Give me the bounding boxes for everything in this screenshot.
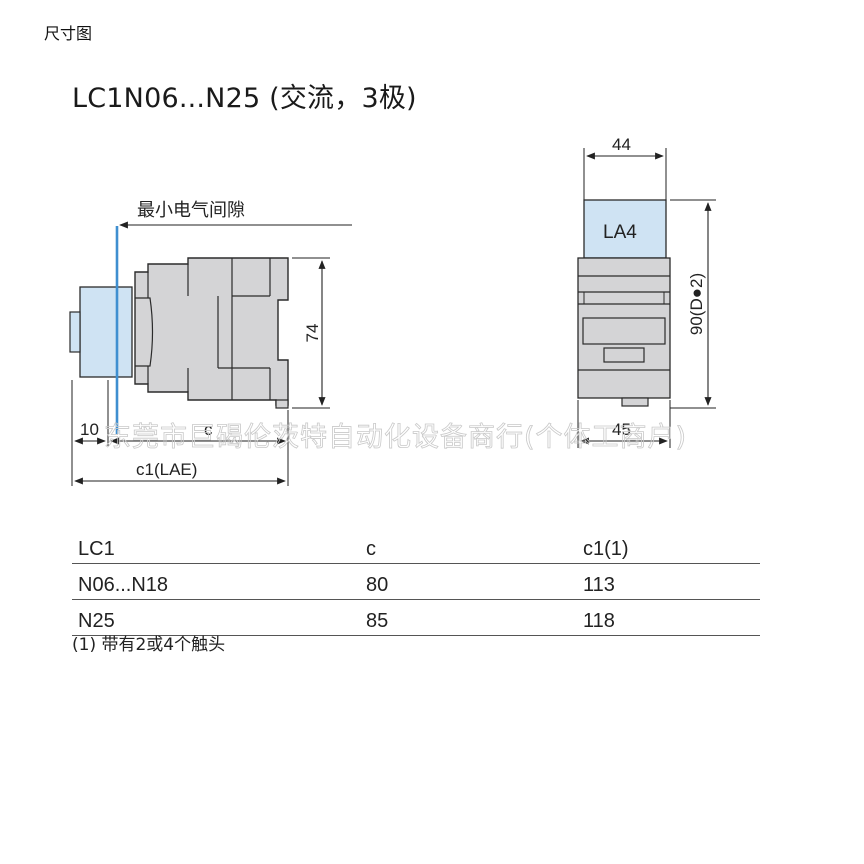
table-cell: 85 xyxy=(366,610,389,632)
side-height-label: 74 xyxy=(303,324,322,343)
table-row: N25 85 118 xyxy=(72,600,760,636)
c1-label: c1(LAE) xyxy=(136,460,197,479)
watermark: 东莞市巨碣伦茨特自动化设备商行(个体工商户) xyxy=(104,422,687,453)
table-row: N06...N18 80 113 xyxy=(72,564,760,600)
offset-label: 10 xyxy=(80,420,99,439)
spec-table: LC1 c c1(1) N06...N18 80 113 N25 85 118 xyxy=(72,528,760,636)
table-cell: 113 xyxy=(583,574,615,596)
front-view: 44 LA4 90(D●2) 45 xyxy=(577,135,716,448)
table-cell: 80 xyxy=(366,574,389,596)
table-header-row: LC1 c c1(1) xyxy=(72,528,760,564)
table-header-cell: c1(1) xyxy=(583,538,629,560)
page-label: 尺寸图 xyxy=(44,24,93,43)
front-width-bottom-label: 45 xyxy=(612,420,631,439)
c-label: c xyxy=(204,420,213,439)
la4-label: LA4 xyxy=(603,222,637,243)
table-header-cell: LC1 xyxy=(78,538,115,560)
table-cell: N06...N18 xyxy=(78,574,169,596)
front-width-top-label: 44 xyxy=(612,135,631,154)
table-cell: N25 xyxy=(78,610,115,632)
side-body xyxy=(134,257,289,406)
page-title: LC1N06...N25 (交流，3极) xyxy=(72,83,417,114)
table-cell: 118 xyxy=(583,610,615,632)
front-block xyxy=(79,286,133,378)
la4-block xyxy=(583,199,667,259)
footnote: (1) 带有2或4个触头 xyxy=(72,635,226,655)
side-view: 最小电气间隙 74 10 c c1(LAE) xyxy=(69,200,352,486)
table-header-cell: c xyxy=(366,538,376,560)
front-height-label: 90(D●2) xyxy=(687,273,706,335)
clearance-label: 最小电气间隙 xyxy=(137,200,245,221)
